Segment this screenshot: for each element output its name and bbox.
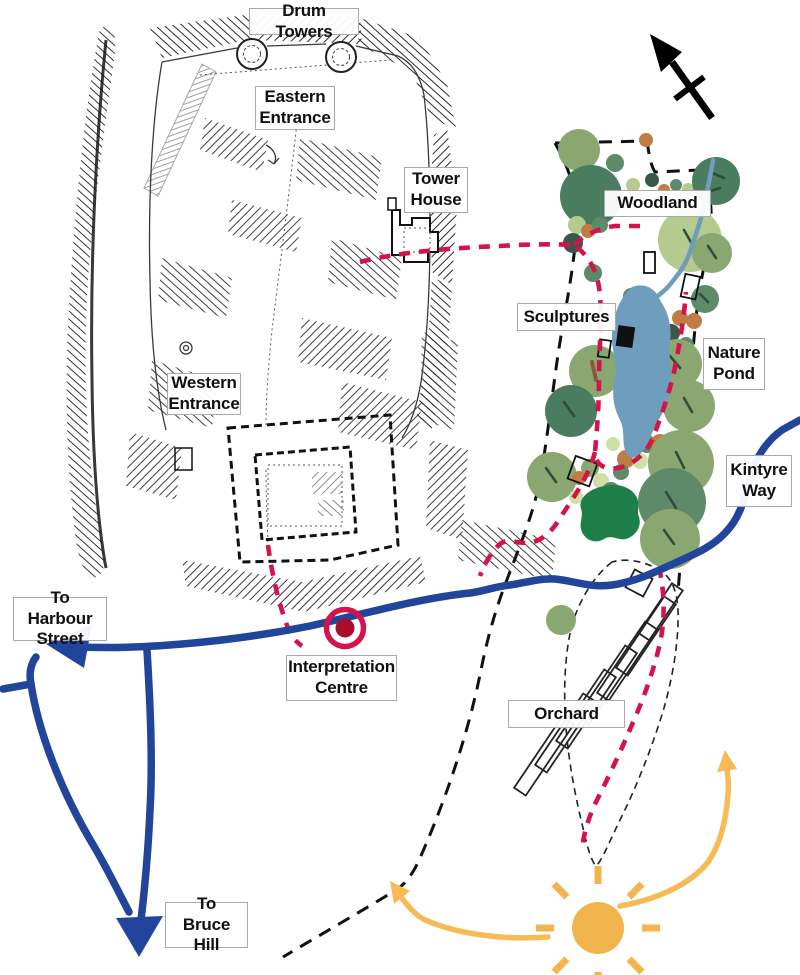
label-woodland: Woodland: [604, 190, 711, 217]
sun-path-arrows: [390, 750, 737, 941]
interpretation-centre-marker: [323, 606, 367, 650]
label-western-entrance: Western Entrance: [167, 373, 241, 415]
label-nature-pond: Nature Pond: [703, 338, 765, 390]
main-road: [74, 416, 800, 652]
label-eastern-entrance: Eastern Entrance: [255, 86, 335, 130]
inner-bailey: [174, 413, 400, 564]
footpath-pond-to-road: [477, 451, 598, 577]
sun-icon: [536, 866, 660, 975]
trail-west-boundary: [282, 142, 579, 959]
sculpture-block: [615, 325, 636, 349]
road-bruce-curved: [27, 680, 133, 916]
road-west-stub: [0, 680, 35, 693]
label-drum-towers: Drum Towers: [249, 1, 359, 41]
road-bruce-straight: [137, 646, 155, 924]
footpath-woodland-spur: [572, 223, 643, 247]
label-kintyre-way: Kintyre Way: [726, 455, 792, 507]
label-to-harbour-street: To Harbour Street: [13, 588, 107, 648]
label-sculptures: Sculptures: [517, 303, 616, 331]
orchard-rows: [512, 568, 684, 797]
arrowhead-bruce: [116, 916, 163, 957]
label-tower-house: Tower House: [404, 167, 468, 213]
nature-pond-water: [611, 285, 672, 458]
footpath-orchard: [579, 566, 666, 851]
trail-north-boundary: [554, 139, 648, 145]
drum-tower-west-icon: [236, 38, 268, 70]
label-interpretation-centre: Interpretation Centre: [286, 655, 397, 701]
sun-arrow-west: [398, 894, 551, 941]
north-arrow-icon: [650, 34, 715, 121]
sun-arrow-east: [617, 767, 732, 909]
drum-tower-east-icon: [325, 41, 357, 73]
label-orchard: Orchard: [508, 700, 625, 728]
road-junction-curve: [26, 653, 40, 688]
label-to-bruce-hill: To Bruce Hill: [165, 894, 248, 954]
shrub-thicket: [580, 484, 640, 542]
roads: [0, 416, 800, 924]
